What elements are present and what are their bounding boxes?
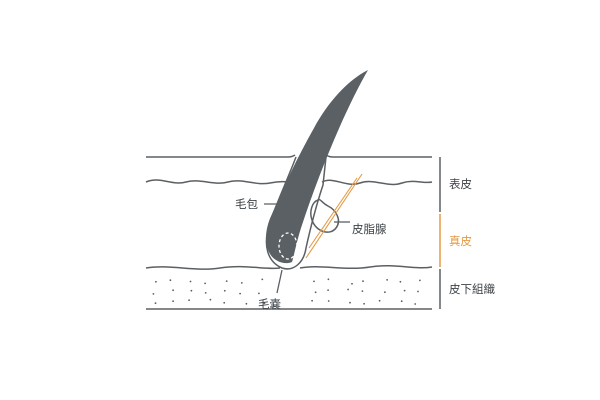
hair-bulb-papilla	[278, 232, 298, 260]
hair-follicle-label: 毛包	[235, 197, 258, 211]
subcutaneous-dot	[204, 282, 207, 285]
subcutaneous-dot	[313, 280, 315, 283]
arrector-pili-muscle-line-1	[305, 173, 363, 259]
subcutaneous-dot	[399, 280, 402, 283]
subcutaneous-dot	[311, 299, 313, 302]
epidermis-wavy-boundary	[145, 179, 433, 186]
subcutaneous-dot	[327, 289, 329, 291]
sebaceous-gland	[310, 198, 340, 233]
subcutaneous-dot	[190, 289, 193, 292]
subcutaneous-dot	[419, 279, 421, 282]
subcutaneous-dot	[225, 280, 228, 282]
subcutaneous-dot	[169, 279, 172, 282]
subcutaneous-dot	[258, 292, 260, 295]
subcutaneous-dot	[245, 302, 248, 305]
subcutaneous-dot	[172, 289, 175, 292]
subcutaneous-dot	[403, 289, 406, 292]
subcutaneous-dot	[263, 302, 266, 305]
subcutaneous-dot	[314, 291, 317, 294]
subcutaneous-dot	[152, 293, 155, 295]
subcutaneous-dot	[378, 299, 381, 302]
subcutaneous-dot	[188, 299, 191, 302]
subcutaneous-dot	[155, 280, 157, 283]
subcutaneous-dot	[351, 282, 353, 285]
hair-shaft	[266, 70, 368, 264]
skin-surface-line	[146, 154, 432, 158]
subcutaneous-dot	[261, 278, 264, 281]
subcutaneous-dot	[361, 290, 364, 292]
subcutaneous-dot	[362, 280, 364, 283]
subcutaneous-dot	[363, 302, 365, 305]
subcutaneous-dot	[204, 292, 207, 294]
subcutaneous-dot	[347, 288, 349, 291]
subcutaneous-dot	[189, 280, 192, 283]
subcutaneous-dot	[417, 290, 419, 293]
subcutaneous-dot	[349, 301, 351, 304]
dermis-label: 真皮	[449, 234, 472, 248]
hair-bulb-leader	[276, 269, 283, 294]
sebaceous-gland-label: 皮脂腺	[352, 222, 387, 236]
subcutaneous-dot	[154, 302, 157, 305]
subcutaneous-dot	[327, 300, 330, 302]
subcutaneous-dot	[386, 279, 388, 281]
subcutaneous-dot	[223, 301, 226, 304]
subcutaneous-dot	[172, 300, 175, 303]
subcutaneous-dot	[239, 292, 242, 295]
arrector-pili-muscle-line-2	[308, 177, 358, 249]
subcutaneous-dot	[327, 278, 330, 281]
subcutaneous-dot	[240, 282, 243, 284]
subcutaneous-dot	[209, 298, 212, 301]
subcutaneous-dot	[400, 300, 403, 303]
hair-bulb-label: 毛嚢	[258, 297, 281, 311]
subcutaneous-dot	[223, 289, 226, 292]
subcutaneous-label: 皮下組織	[449, 282, 495, 296]
epidermis-label: 表皮	[449, 177, 472, 191]
subcutaneous-dot	[384, 291, 386, 294]
subcutaneous-dots	[152, 278, 421, 305]
hair-follicle-sheath	[265, 156, 327, 270]
subcutaneous-dot	[414, 303, 417, 305]
dermis-subcutaneous-boundary	[145, 264, 433, 270]
